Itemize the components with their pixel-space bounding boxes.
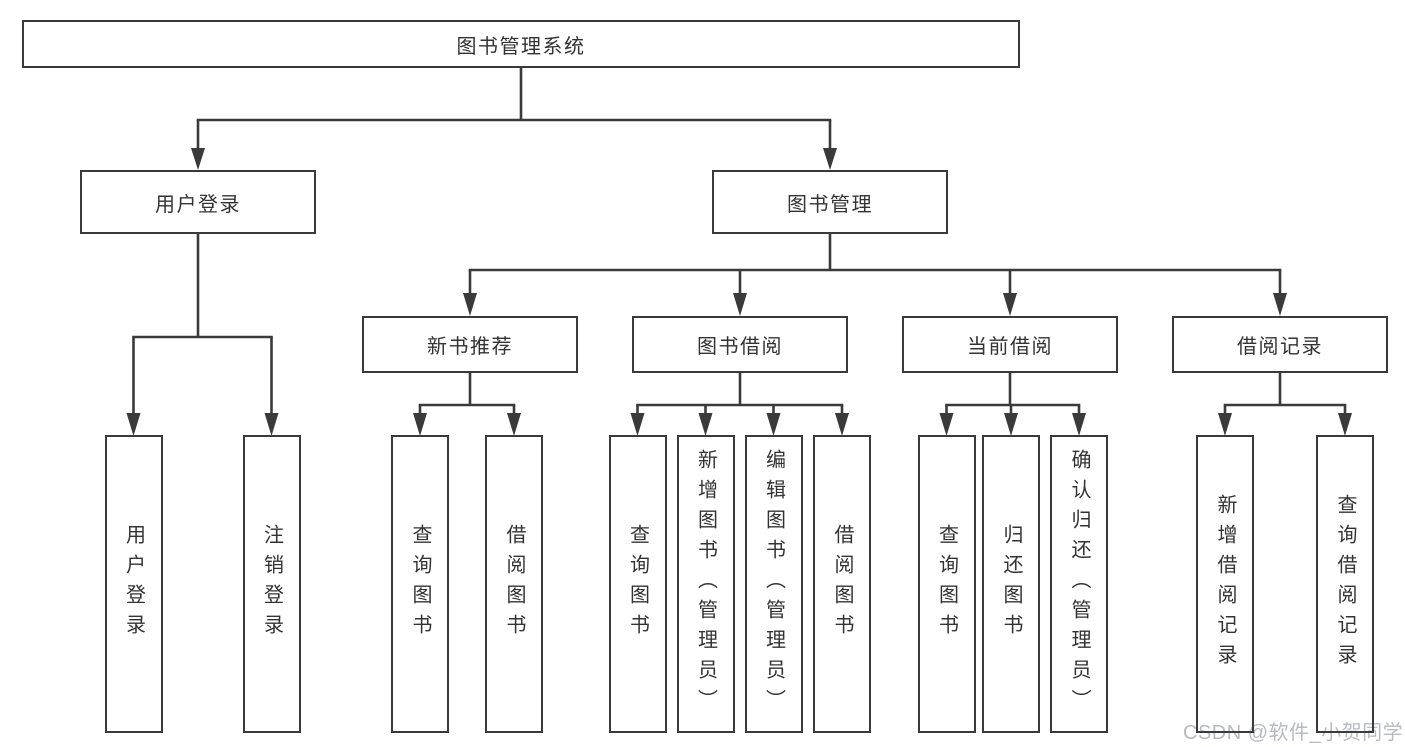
leaf-borrow-books-borrowing: 借阅图书	[813, 435, 871, 733]
node-book-borrowing: 图书借阅	[632, 316, 848, 373]
node-label: 查询借阅记录	[1334, 494, 1356, 674]
node-label: 查询图书	[626, 524, 649, 644]
node-label: 归还图书	[1000, 524, 1022, 644]
leaf-return-books: 归还图书	[982, 435, 1040, 733]
node-label: 图书借阅	[697, 336, 783, 358]
node-label: 借阅图书	[503, 524, 525, 644]
leaf-add-borrow-record: 新增借阅记录	[1196, 435, 1254, 733]
node-label: 确认归还（管理员）	[1068, 449, 1090, 719]
node-label: 图书管理系统	[456, 35, 586, 58]
node-label: 查询图书	[409, 524, 431, 644]
leaf-add-books-admin: 新增图书（管理员）	[676, 435, 735, 733]
node-borrowing-records: 借阅记录	[1172, 316, 1388, 373]
node-label: 借阅记录	[1237, 336, 1323, 358]
node-label: 用户登录	[122, 524, 145, 644]
node-label: 借阅图书	[831, 524, 853, 644]
leaf-logout-login: 注销登录	[242, 435, 301, 733]
leaf-query-borrow-record: 查询借阅记录	[1316, 435, 1374, 733]
node-book-management: 图书管理	[712, 170, 948, 234]
leaf-query-books-recommend: 查询图书	[391, 435, 449, 733]
leaf-user-login: 用户登录	[104, 435, 163, 733]
node-user-login: 用户登录	[80, 170, 316, 234]
node-new-book-recommendation: 新书推荐	[362, 316, 578, 373]
leaf-edit-books-admin: 编辑图书（管理员）	[744, 435, 803, 733]
leaf-query-books-borrowing: 查询图书	[608, 435, 667, 733]
node-label: 新书推荐	[427, 336, 513, 358]
leaf-borrow-books-recommend: 借阅图书	[485, 435, 543, 733]
node-current-borrowing: 当前借阅	[902, 316, 1118, 373]
node-label: 新增图书（管理员）	[694, 449, 717, 719]
csdn-watermark: CSDN @软件_小贺同学	[1183, 722, 1404, 744]
node-label: 查询图书	[935, 524, 958, 644]
leaf-query-books-current: 查询图书	[917, 435, 976, 733]
node-label: 新增借阅记录	[1214, 494, 1236, 674]
node-label: 注销登录	[260, 524, 283, 644]
node-label: 图书管理	[787, 193, 873, 216]
node-label: 当前借阅	[967, 336, 1053, 358]
node-library-management-system: 图书管理系统	[22, 20, 1020, 68]
node-label: 编辑图书（管理员）	[762, 449, 785, 719]
node-label: 用户登录	[155, 193, 241, 216]
leaf-confirm-return-admin: 确认归还（管理员）	[1050, 435, 1108, 733]
